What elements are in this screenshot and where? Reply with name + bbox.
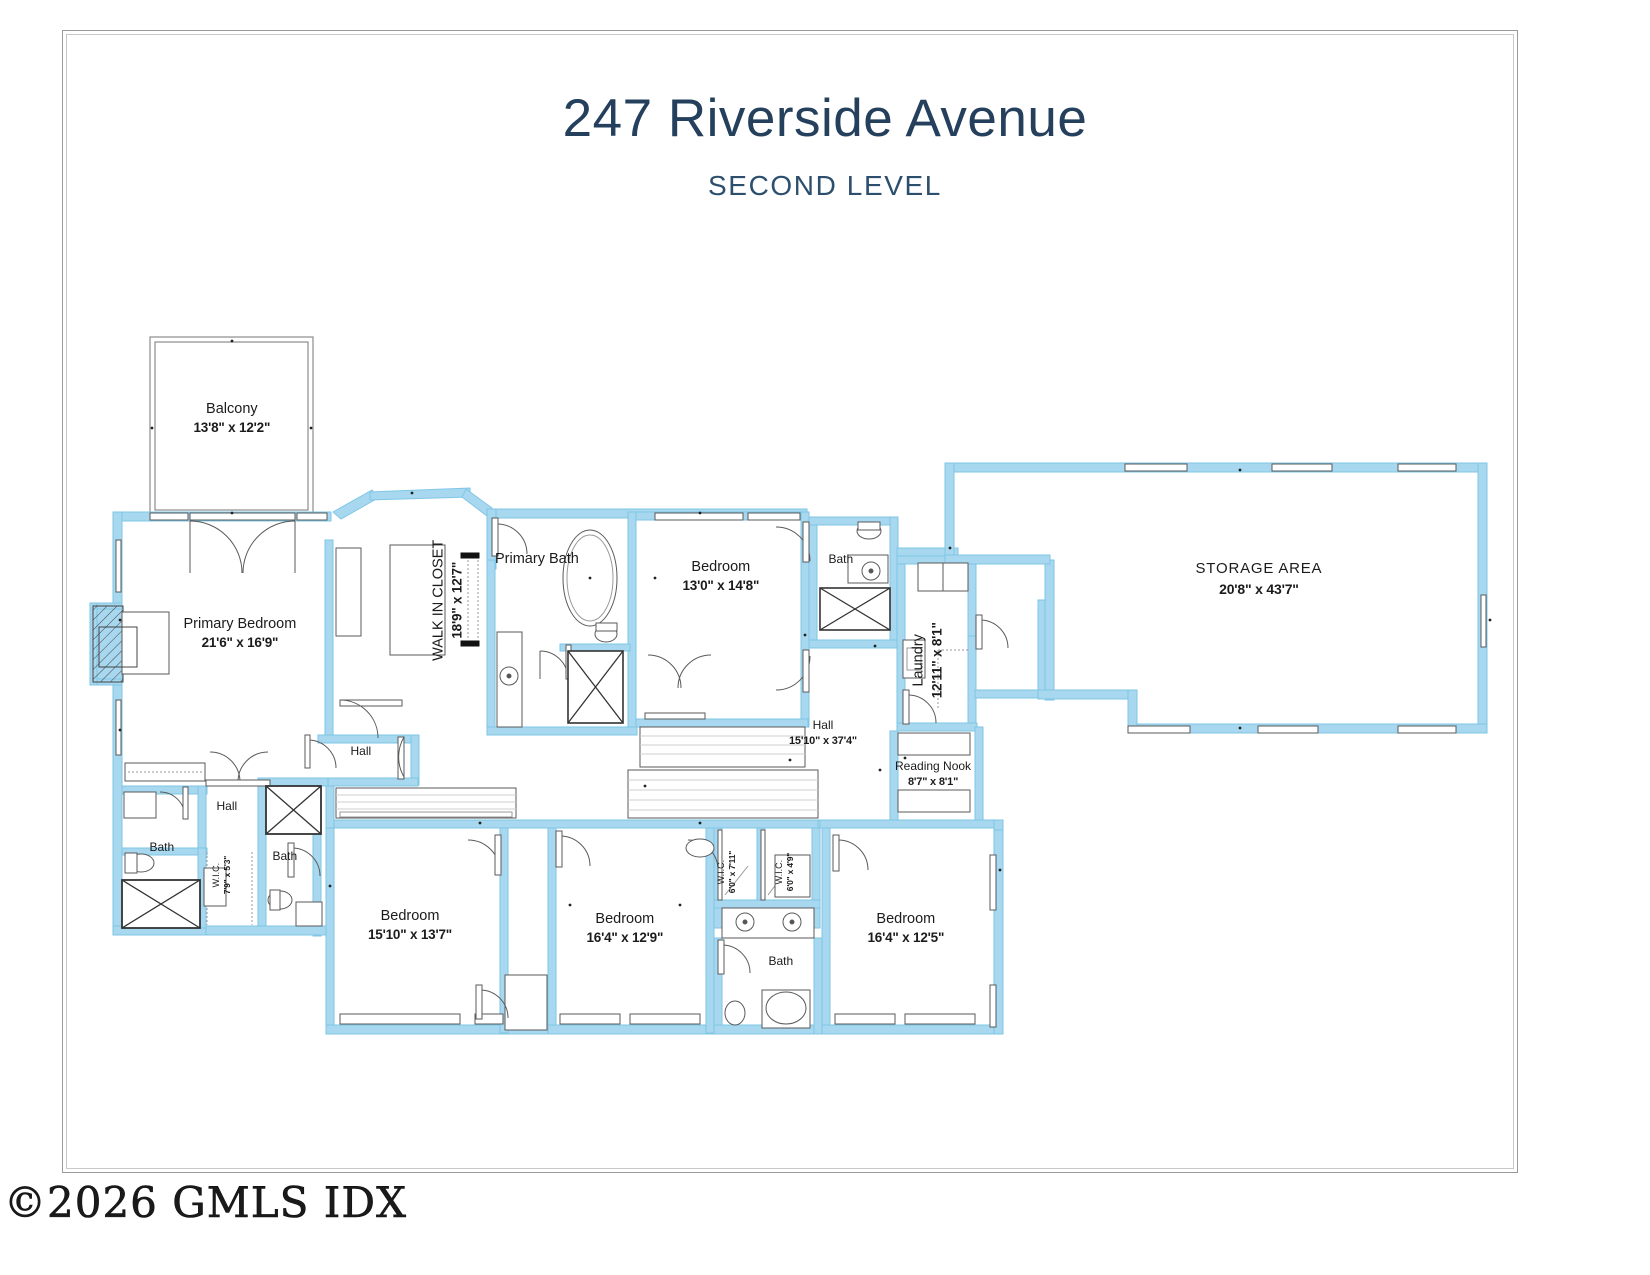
room-name: Hall	[350, 743, 372, 758]
room-name: Hall	[216, 798, 238, 813]
room-label-wic-center-1: W.I.C.6'0" x 7'11"	[715, 851, 739, 893]
room-dimensions: 18'9" x 12'7"	[448, 561, 464, 639]
room-label-bedroom-sc: Bedroom 16'4" x 12'9"	[587, 909, 664, 948]
room-dimensions: 16'4" x 12'5"	[867, 929, 945, 945]
room-label-primary-bath: Primary Bath	[495, 549, 579, 569]
room-name: Bath	[828, 551, 854, 566]
room-label-reading-nook: Reading Nook 8'7" x 8'1"	[895, 758, 971, 790]
page-title: 247 Riverside Avenue	[562, 89, 1088, 148]
room-name: W.I.C.	[774, 859, 785, 885]
room-label-balcony: Balcony 13'8" x 12'2"	[194, 399, 271, 438]
room-dimensions: 7'9" x 5'3"	[222, 855, 233, 895]
room-label-primary-bedroom: Primary Bedroom 21'6" x 16'9"	[184, 614, 297, 653]
room-label-hall-center: Hall	[351, 743, 372, 760]
room-label-bedroom-front: Bedroom 13'0" x 14'8"	[683, 557, 760, 596]
room-name: WALK IN CLOSET	[429, 539, 446, 661]
room-dimensions: 21'6" x 16'9"	[201, 634, 279, 650]
room-dimensions: 20'8" x 43'7"	[1219, 580, 1299, 597]
room-name: Bedroom	[876, 910, 936, 927]
room-name: Bath	[768, 953, 794, 968]
room-name: STORAGE AREA	[1195, 560, 1323, 577]
room-label-bath-left-2: Bath	[273, 848, 298, 865]
room-label-bath-left-1: Bath	[150, 839, 175, 856]
room-name: Bath	[149, 839, 175, 854]
room-label-hall-left: Hall	[217, 798, 238, 815]
room-dimensions: 15'10" x 37'4"	[789, 734, 857, 747]
copyright-watermark: ©2026 GMLS IDX	[4, 1178, 407, 1228]
room-name: W.I.C.	[716, 859, 727, 885]
room-name: Bedroom	[595, 910, 655, 927]
room-label-wic-left: W.I.C.7'9" x 5'3"	[210, 856, 234, 894]
room-label-wic-center-2: W.I.C.6'0" x 4'9"	[773, 853, 797, 891]
room-name: Primary Bedroom	[183, 615, 297, 632]
room-label-bedroom-se: Bedroom 16'4" x 12'5"	[868, 909, 945, 948]
page-subtitle: SECOND LEVEL	[708, 170, 942, 201]
room-name: Bath	[272, 848, 298, 863]
room-name: Hall	[812, 718, 834, 732]
room-dimensions: 6'0" x 4'9"	[785, 852, 796, 892]
room-name: Bedroom	[691, 558, 751, 575]
room-dimensions: 15'10" x 13'7"	[368, 926, 452, 942]
room-dimensions: 12'11" x 8'1"	[929, 621, 945, 698]
room-label-bath-south: Bath	[769, 953, 794, 970]
room-dimensions: 8'7" x 8'1"	[907, 775, 959, 788]
room-name: Balcony	[206, 400, 258, 417]
room-label-bedroom-sw: Bedroom 15'10" x 13'7"	[368, 906, 452, 945]
room-name: Primary Bath	[495, 551, 579, 567]
room-dimensions: 13'0" x 14'8"	[682, 577, 760, 593]
room-name: Bedroom	[380, 907, 440, 924]
room-dimensions: 13'8" x 12'2"	[193, 419, 271, 435]
room-dimensions: 6'0" x 7'11"	[727, 850, 738, 894]
room-dimensions: 16'4" x 12'9"	[586, 929, 664, 945]
room-label-bath-upper: Bath	[829, 551, 854, 568]
room-label-hall-main: Hall 15'10" x 37'4"	[789, 717, 857, 749]
room-name: W.I.C.	[211, 862, 222, 888]
room-name: Reading Nook	[895, 759, 972, 773]
room-name: Laundry	[910, 633, 927, 687]
page-border-frame	[62, 30, 1518, 1173]
room-label-storage-area: STORAGE AREA 20'8" x 43'7"	[1196, 559, 1323, 599]
